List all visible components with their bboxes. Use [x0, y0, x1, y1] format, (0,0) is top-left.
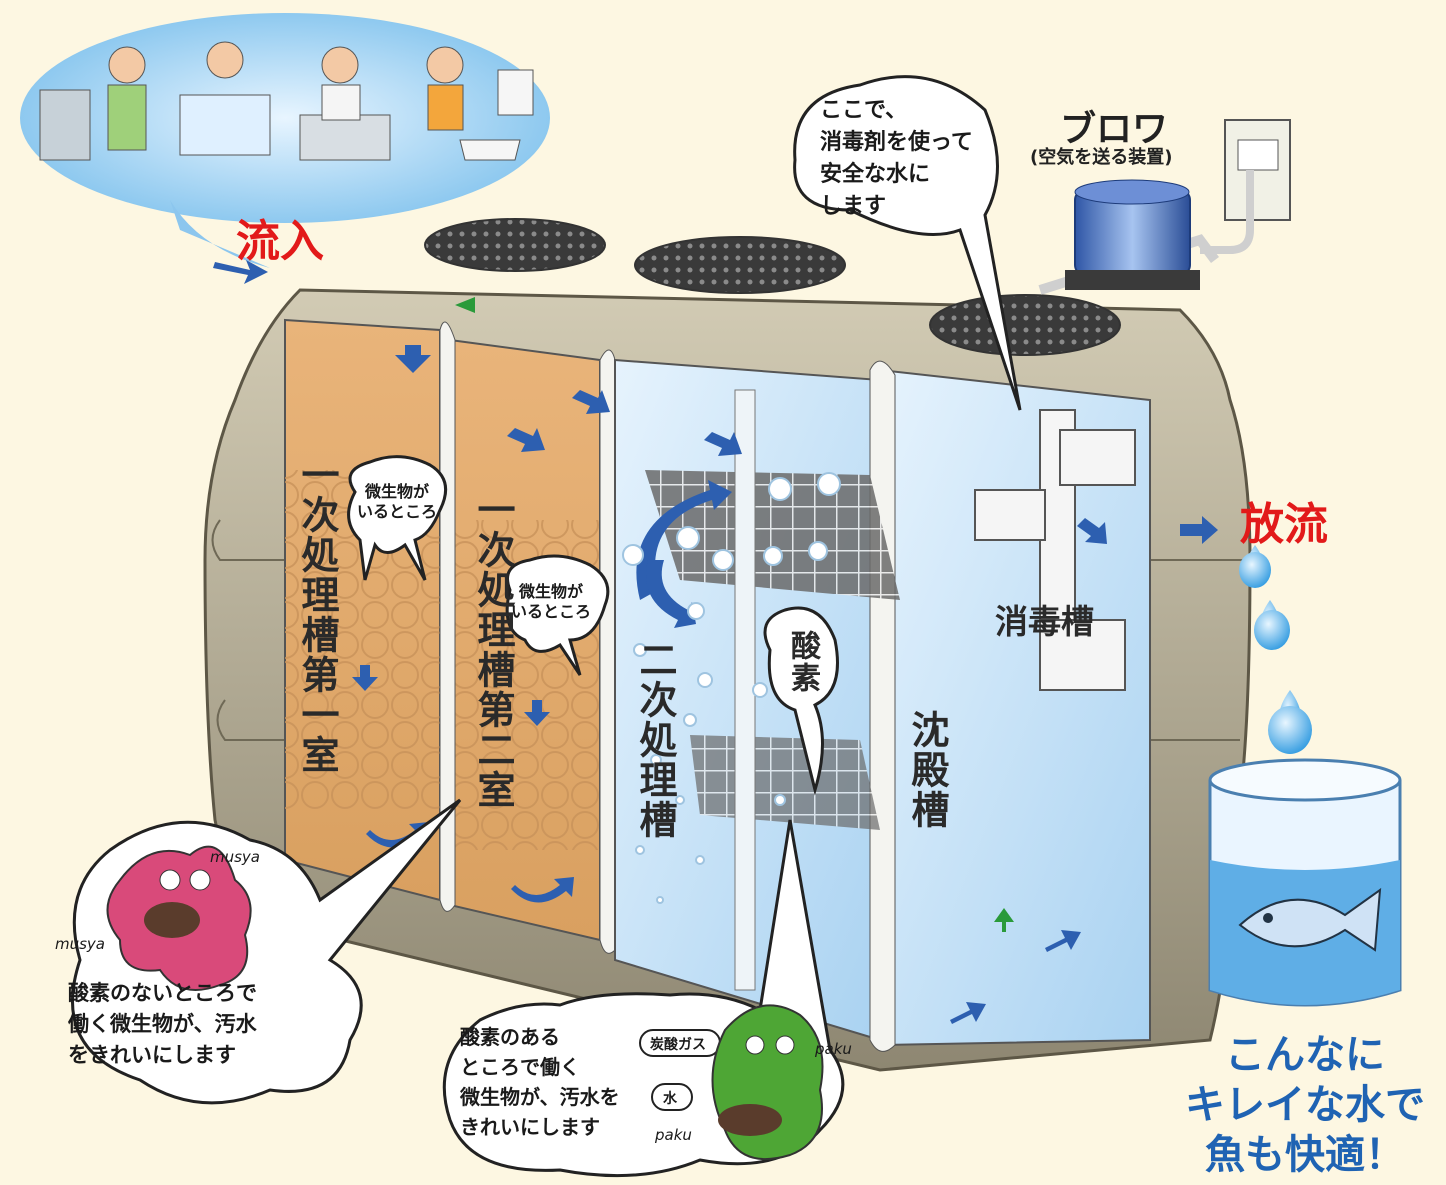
sound-paku-1: paku [815, 1040, 852, 1058]
disinfection-unit [974, 409, 1136, 691]
microbe-note-2: 微生物が いるところ [511, 582, 592, 621]
inflow-label: 流入 [236, 216, 324, 267]
air-bubbles [622, 472, 841, 904]
sound-musya-1: musya [210, 848, 261, 866]
flow-arrows [352, 345, 1218, 1024]
anaerobic-note: 酸素のないところで 働く微生物が、汚水 をきれいにします [68, 981, 257, 1067]
tank2-label: 一次処理槽第二室 [471, 490, 515, 810]
co2-label: 炭酸ガス [650, 1037, 706, 1053]
tank4-label: 沈殿槽 [905, 710, 949, 830]
sound-musya-2: musya [55, 935, 106, 953]
water-label: 水 [663, 1091, 677, 1107]
disinfect-note: ここで、 消毒剤を使って 安全な水に します [820, 98, 973, 219]
inflow-arrow [213, 260, 268, 284]
outflow-label: 放流 [1240, 499, 1328, 550]
fish-cup [1208, 758, 1402, 1007]
blower [1038, 119, 1291, 295]
sound-paku-2: paku [655, 1126, 692, 1144]
blower-note: (空気を送る装置) [1030, 147, 1173, 168]
return-arrow [455, 297, 475, 313]
aerobic-note: 酸素のある ところで働く 微生物が、汚水を きれいにします [460, 1025, 620, 1139]
clean-water-message: こんなに キレイな水で 魚も快適！ [1185, 1032, 1425, 1178]
up-arrow [994, 908, 1014, 932]
household-scene [20, 13, 550, 268]
oxygen-label: 酸素 [785, 630, 820, 694]
blower-title: ブロワ [1060, 109, 1169, 150]
tank3-label: 二次処理槽 [633, 640, 677, 840]
anaerobic-microbe [106, 845, 252, 991]
microbe-note-1: 微生物が いるところ [357, 482, 438, 521]
manholes [424, 218, 1121, 356]
tank1-label: 一次処理槽第一室 [295, 455, 339, 775]
tank5-label: 消毒槽 [995, 602, 1094, 641]
aerobic-microbe [711, 1004, 824, 1161]
water-tag [651, 1083, 693, 1111]
